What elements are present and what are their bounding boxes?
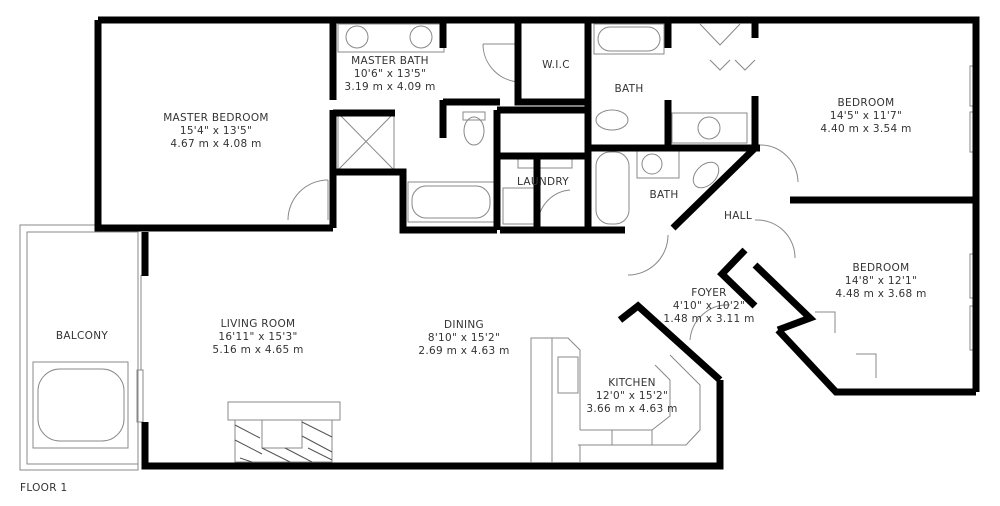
- room-name: LIVING ROOM: [220, 318, 296, 330]
- room-metric: 3.19 m x 4.09 m: [344, 81, 436, 93]
- room-label-kitchen: KITCHEN 12'0" x 15'2" 3.66 m x 4.63 m: [586, 377, 677, 416]
- room-name: LAUNDRY: [516, 176, 570, 188]
- room-label-hall: HALL: [724, 210, 752, 223]
- room-label-bath: BATH: [614, 83, 643, 96]
- room-imperial: 14'8" x 12'1": [844, 275, 918, 287]
- floor-label: FLOOR 1: [20, 482, 68, 494]
- room-label-foyer: FOYER 4'10" x 10'2" 1.48 m x 3.11 m: [663, 287, 754, 326]
- room-name: KITCHEN: [608, 377, 656, 389]
- room-name: BEDROOM: [852, 262, 910, 274]
- room-imperial: 8'10" x 15'2": [427, 332, 501, 344]
- room-name: DINING: [444, 319, 484, 331]
- room-label-living-room: LIVING ROOM 16'11" x 15'3" 5.16 m x 4.65…: [212, 318, 303, 357]
- room-name: BEDROOM: [837, 97, 895, 109]
- walls: [94, 16, 980, 470]
- room-imperial: 12'0" x 15'2": [595, 390, 669, 402]
- room-name: HALL: [724, 210, 752, 222]
- fixtures: [19, 23, 977, 471]
- room-imperial: 4'10" x 10'2": [672, 300, 746, 312]
- room-imperial: 16'11" x 15'3": [218, 331, 298, 343]
- room-metric: 4.40 m x 3.54 m: [820, 123, 912, 135]
- room-label-bedroom: BEDROOM 14'5" x 11'7" 4.40 m x 3.54 m: [820, 97, 911, 136]
- room-label-dining: DINING 8'10" x 15'2" 2.69 m x 4.63 m: [418, 319, 509, 358]
- room-imperial: 14'5" x 11'7": [829, 110, 903, 122]
- room-label-bath-2: BATH: [649, 189, 678, 202]
- room-metric: 1.48 m x 3.11 m: [663, 313, 755, 325]
- room-imperial: 10'6" x 13'5": [353, 68, 427, 80]
- room-label-master-bath: MASTER BATH 10'6" x 13'5" 3.19 m x 4.09 …: [344, 55, 435, 94]
- room-name: FOYER: [691, 287, 727, 299]
- room-name: MASTER BATH: [351, 55, 429, 67]
- room-metric: 4.48 m x 3.68 m: [835, 288, 927, 300]
- room-metric: 3.66 m x 4.63 m: [586, 403, 678, 415]
- room-metric: 5.16 m x 4.65 m: [212, 344, 304, 356]
- room-label-laundry: LAUNDRY: [517, 176, 569, 189]
- room-imperial: 15'4" x 13'5": [179, 125, 253, 137]
- room-label-bedroom-2: BEDROOM 14'8" x 12'1" 4.48 m x 3.68 m: [835, 262, 926, 301]
- room-metric: 4.67 m x 4.08 m: [170, 138, 262, 150]
- room-metric: 2.69 m x 4.63 m: [418, 345, 510, 357]
- room-name: BATH: [649, 189, 679, 201]
- room-name: BALCONY: [55, 330, 109, 342]
- room-label-wic: W.I.C: [542, 59, 570, 72]
- room-name: W.I.C: [542, 59, 570, 71]
- room-name: MASTER BEDROOM: [163, 112, 269, 124]
- room-label-balcony: BALCONY: [56, 330, 108, 343]
- room-name: BATH: [614, 83, 644, 95]
- room-label-master-bedroom: MASTER BEDROOM 15'4" x 13'5" 4.67 m x 4.…: [163, 112, 269, 151]
